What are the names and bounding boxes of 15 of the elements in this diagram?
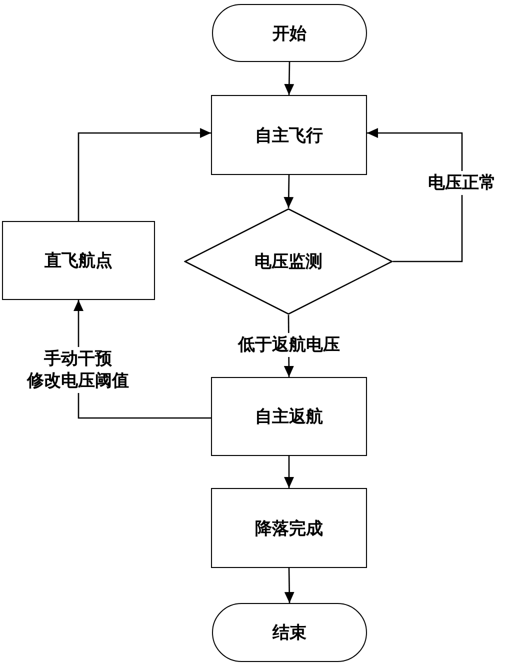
- edge-label: 手动干预修改电压阈值: [25, 347, 131, 393]
- arrow: [284, 568, 294, 603]
- process-box: 降落完成: [211, 488, 367, 568]
- decision-diamond: 电压监测: [184, 208, 393, 315]
- arrow: [284, 456, 294, 488]
- arrow: [367, 128, 463, 262]
- start-end-terminal: 开始: [212, 4, 367, 62]
- process-box: 自主返航: [211, 377, 367, 456]
- start-end-terminal: 结束: [212, 603, 367, 662]
- arrow: [78, 128, 211, 221]
- arrow: [284, 175, 294, 208]
- arrow: [284, 62, 294, 95]
- edge-label: 低于返航电压: [236, 333, 342, 357]
- process-box: 自主飞行: [211, 95, 367, 175]
- process-box: 直飞航点: [2, 221, 155, 300]
